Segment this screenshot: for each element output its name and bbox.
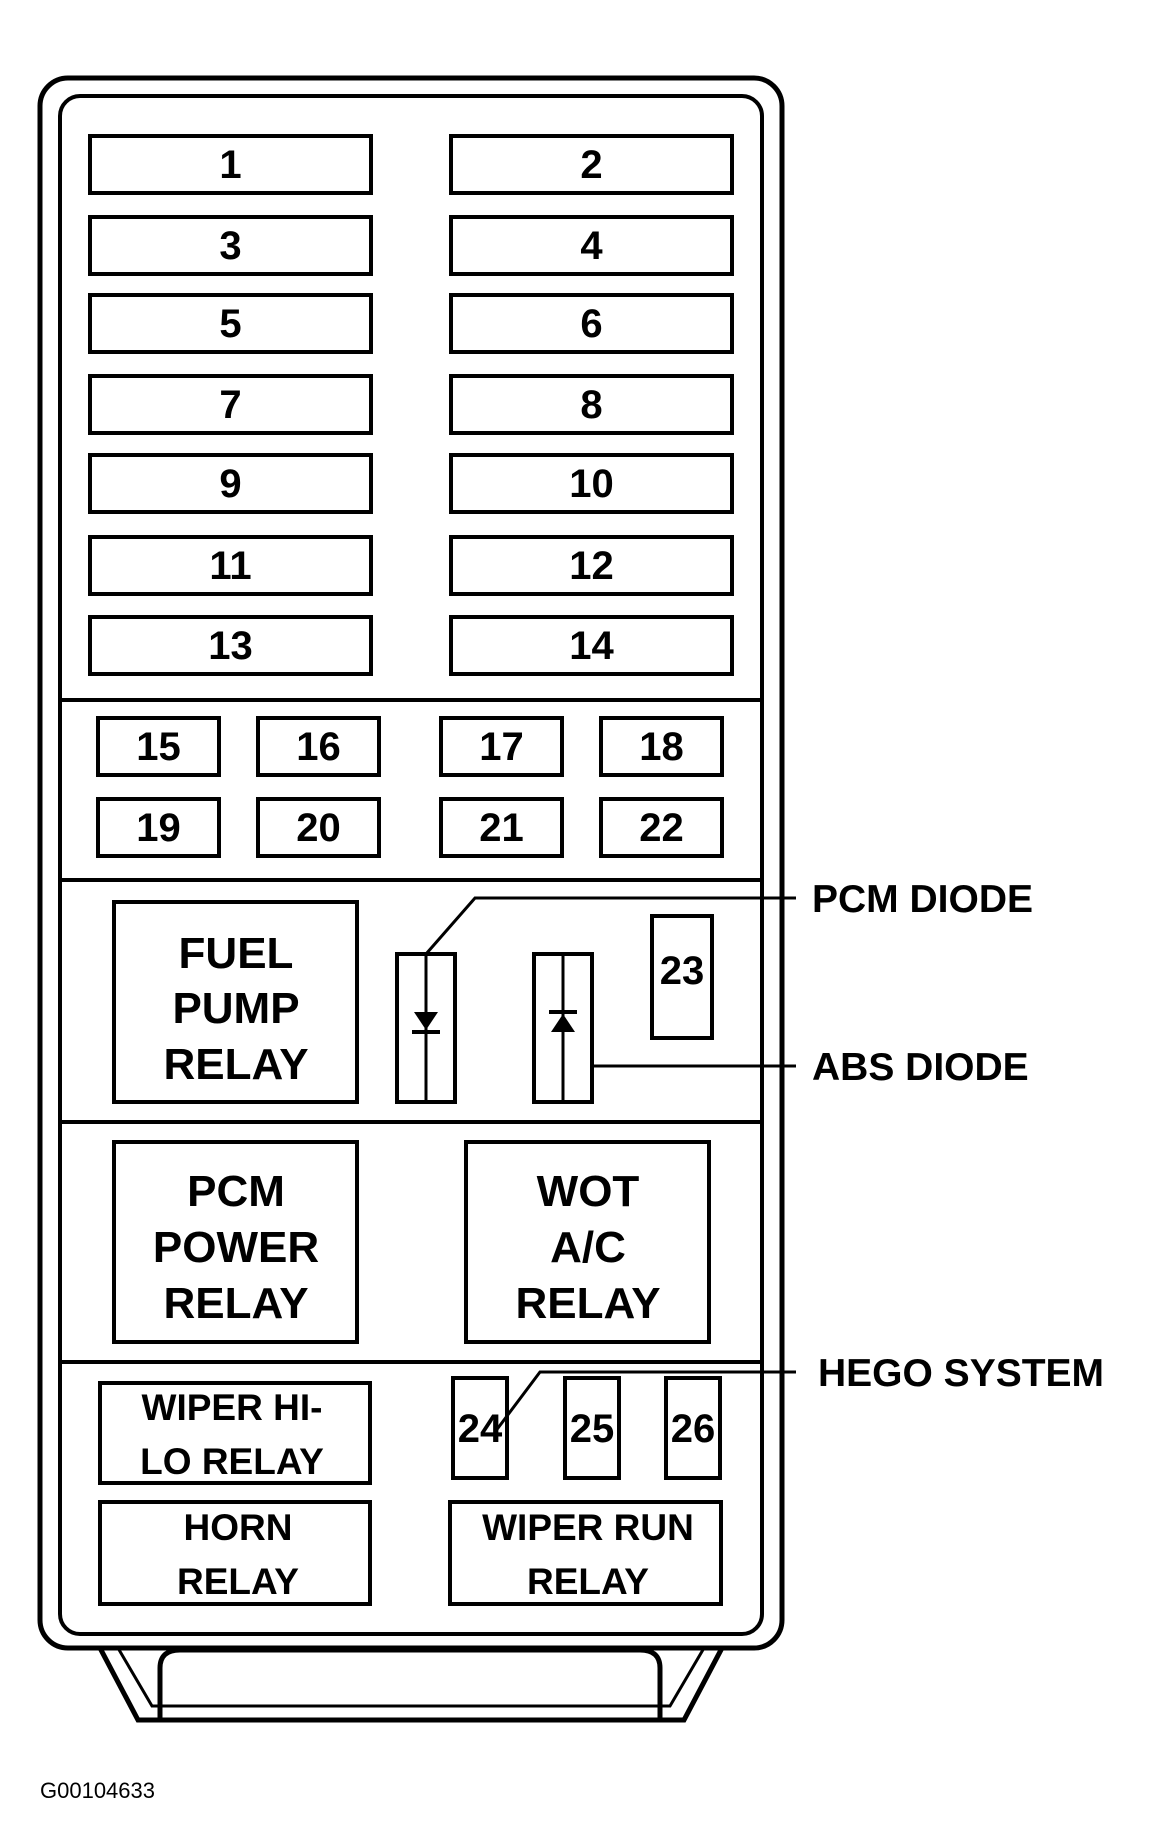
pcm-power-relay-line-2: POWER — [153, 1223, 319, 1272]
fuse-21-label: 21 — [479, 806, 524, 850]
fuse-22-label: 22 — [639, 806, 684, 850]
fuse-15: 15 — [96, 716, 221, 777]
pcm-power-relay: PCM POWER RELAY — [112, 1140, 359, 1344]
abs-diode-symbol-icon — [551, 1014, 575, 1032]
fuse-18-label: 18 — [639, 725, 684, 769]
fuse-15-label: 15 — [136, 725, 181, 769]
fuse-20: 20 — [256, 797, 381, 858]
fuse-1-label: 1 — [219, 143, 241, 187]
fuse-4-label: 4 — [580, 224, 603, 268]
wiper-hilo-relay: WIPER HI- LO RELAY — [98, 1381, 372, 1485]
fuse-26-label: 26 — [671, 1407, 716, 1451]
fuse-20-label: 20 — [296, 806, 341, 850]
callout-leaders — [424, 896, 796, 1433]
pcm-diode-callout: PCM DIODE — [812, 878, 1033, 921]
pcm-diode — [395, 952, 457, 1104]
horn-relay-line-1: HORN — [184, 1507, 293, 1548]
fuse-16-label: 16 — [296, 725, 341, 769]
section-dividers — [60, 698, 762, 1364]
wiper-run-relay-line-1: WIPER RUN — [482, 1507, 694, 1548]
wiper-run-relay: WIPER RUN RELAY — [448, 1500, 723, 1606]
fuse-5: 5 — [88, 293, 373, 354]
fuse-8-label: 8 — [580, 383, 602, 427]
wot-ac-relay-line-3: RELAY — [515, 1279, 660, 1328]
wot-ac-relay-line-1: WOT — [537, 1167, 640, 1216]
fuse-26: 26 — [664, 1376, 722, 1480]
fuse-3-label: 3 — [219, 224, 241, 268]
fuse-17: 17 — [439, 716, 564, 777]
hego-system-callout: HEGO SYSTEM — [818, 1352, 1104, 1395]
pcm-diode-symbol-icon — [414, 1012, 438, 1030]
fuse-box-housing — [37, 75, 785, 1723]
fuse-17-label: 17 — [479, 725, 524, 769]
fuse-12: 12 — [449, 535, 734, 596]
fuse-22: 22 — [599, 797, 724, 858]
fuse-3: 3 — [88, 215, 373, 276]
abs-diode — [532, 952, 594, 1104]
fuse-13: 13 — [88, 615, 373, 676]
fuse-9: 9 — [88, 453, 373, 514]
fuse-23-label: 23 — [660, 949, 705, 993]
fuel-pump-relay-line-3: RELAY — [163, 1040, 308, 1089]
fuse-1: 1 — [88, 134, 373, 195]
fuse-2: 2 — [449, 134, 734, 195]
wot-ac-relay: WOT A/C RELAY — [464, 1140, 711, 1344]
fuse-11: 11 — [88, 535, 373, 596]
figure-code: G00104633 — [40, 1778, 155, 1803]
wiper-hilo-relay-line-1: WIPER HI- — [142, 1387, 323, 1428]
fuse-21: 21 — [439, 797, 564, 858]
fuse-7-label: 7 — [219, 383, 241, 427]
fuse-4: 4 — [449, 215, 734, 276]
pcm-power-relay-line-3: RELAY — [163, 1279, 308, 1328]
fuse-12-label: 12 — [569, 544, 614, 588]
wiper-run-relay-line-2: RELAY — [527, 1561, 649, 1602]
small-fuse-group: 15 16 17 18 19 20 21 22 — [96, 716, 724, 858]
fuse-11-label: 11 — [209, 544, 251, 588]
horn-relay-line-2: RELAY — [177, 1561, 299, 1602]
fuse-6-label: 6 — [580, 302, 602, 346]
fuse-19: 19 — [96, 797, 221, 858]
wot-ac-relay-line-2: A/C — [550, 1223, 626, 1272]
abs-diode-callout: ABS DIODE — [812, 1046, 1029, 1089]
fuse-23: 23 — [650, 914, 714, 1040]
fuel-pump-relay-line-1: FUEL — [179, 929, 294, 978]
fuel-pump-relay-line-2: PUMP — [172, 984, 299, 1033]
fuse-25: 25 — [563, 1376, 621, 1480]
fuel-pump-relay: FUEL PUMP RELAY — [112, 900, 359, 1104]
wiper-hilo-relay-line-2: LO RELAY — [140, 1441, 324, 1482]
fuse-16: 16 — [256, 716, 381, 777]
fuse-13-label: 13 — [208, 624, 253, 668]
fuse-19-label: 19 — [136, 806, 181, 850]
fuse-10: 10 — [449, 453, 734, 514]
fuse-2-label: 2 — [580, 143, 602, 187]
fuse-10-label: 10 — [569, 462, 614, 506]
fuse-9-label: 9 — [219, 462, 241, 506]
fuse-14-label: 14 — [569, 624, 614, 668]
fuse-6: 6 — [449, 293, 734, 354]
fuse-7: 7 — [88, 374, 373, 435]
horn-relay: HORN RELAY — [98, 1500, 372, 1606]
fuse-18: 18 — [599, 716, 724, 777]
fuse-5-label: 5 — [219, 302, 241, 346]
fuse-8: 8 — [449, 374, 734, 435]
fuse-25-label: 25 — [570, 1407, 615, 1451]
pcm-power-relay-line-1: PCM — [187, 1167, 285, 1216]
fuse-14: 14 — [449, 615, 734, 676]
